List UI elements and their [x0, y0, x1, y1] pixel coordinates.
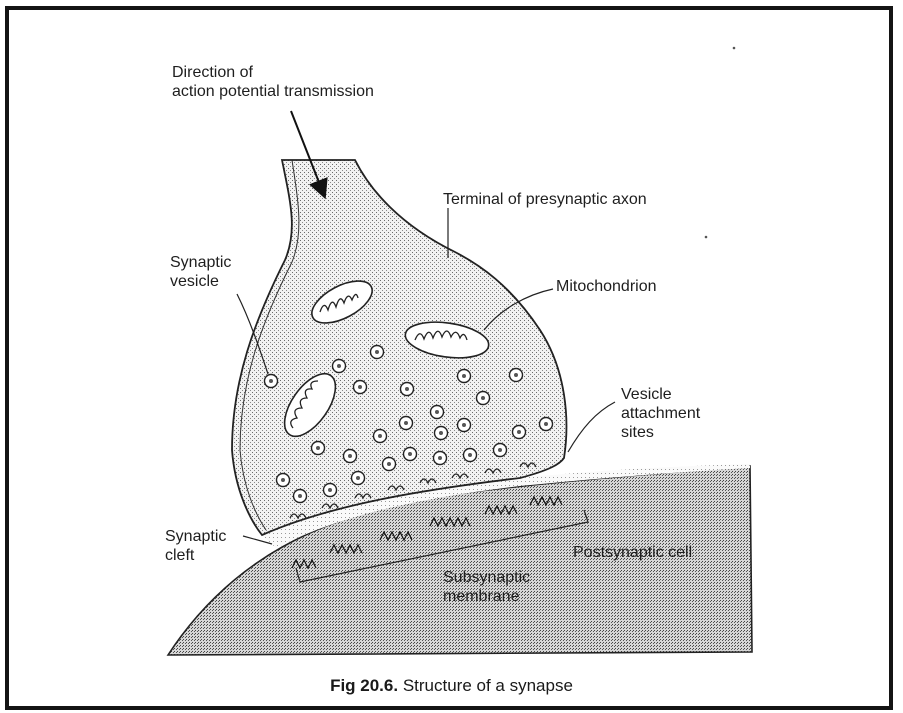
label-vesicle-attachment: Vesicle attachment sites — [621, 385, 700, 442]
label-subsynaptic-membrane: Subsynaptic membrane — [443, 568, 530, 606]
label-direction: Direction of action potential transmissi… — [172, 63, 374, 101]
speck — [733, 47, 736, 50]
label-synaptic-cleft: Synaptic cleft — [165, 527, 226, 565]
label-synaptic-vesicle: Synaptic vesicle — [170, 253, 231, 291]
caption-number: Fig 20.6. — [330, 676, 398, 695]
label-mitochondrion: Mitochondrion — [556, 277, 657, 296]
label-terminal: Terminal of presynaptic axon — [443, 190, 647, 209]
caption-text: Structure of a synapse — [403, 676, 573, 695]
attachment-leader — [568, 402, 615, 452]
figure-caption: Fig 20.6. Structure of a synapse — [0, 676, 903, 696]
label-postsynaptic-cell: Postsynaptic cell — [573, 543, 692, 562]
speck — [705, 236, 708, 239]
